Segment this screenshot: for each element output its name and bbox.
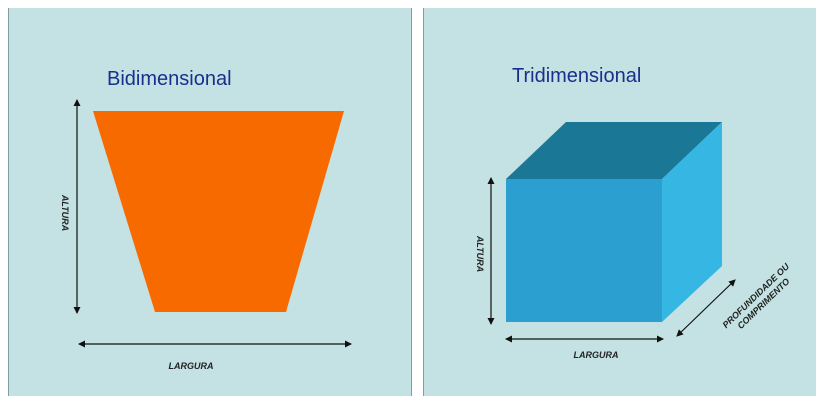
bidimensional-title: Bidimensional xyxy=(107,68,232,90)
cube-side-face xyxy=(662,122,722,322)
height-label-left: ALTURA xyxy=(60,194,70,231)
trapezoid-shape xyxy=(93,111,344,312)
depth-label: PROFUNDIDADE OU COMPRIMENTO xyxy=(721,261,792,331)
cube-top-face xyxy=(506,122,722,179)
depth-arrow xyxy=(676,279,736,337)
cube-front-face xyxy=(506,179,662,322)
width-label-right: LARGURA xyxy=(574,350,619,360)
height-label-right: ALTURA xyxy=(475,235,485,272)
tridimensional-title: Tridimensional xyxy=(512,65,642,87)
width-label-left: LARGURA xyxy=(169,361,214,371)
depth-label-line1: PROFUNDIDADE OU xyxy=(721,261,792,330)
